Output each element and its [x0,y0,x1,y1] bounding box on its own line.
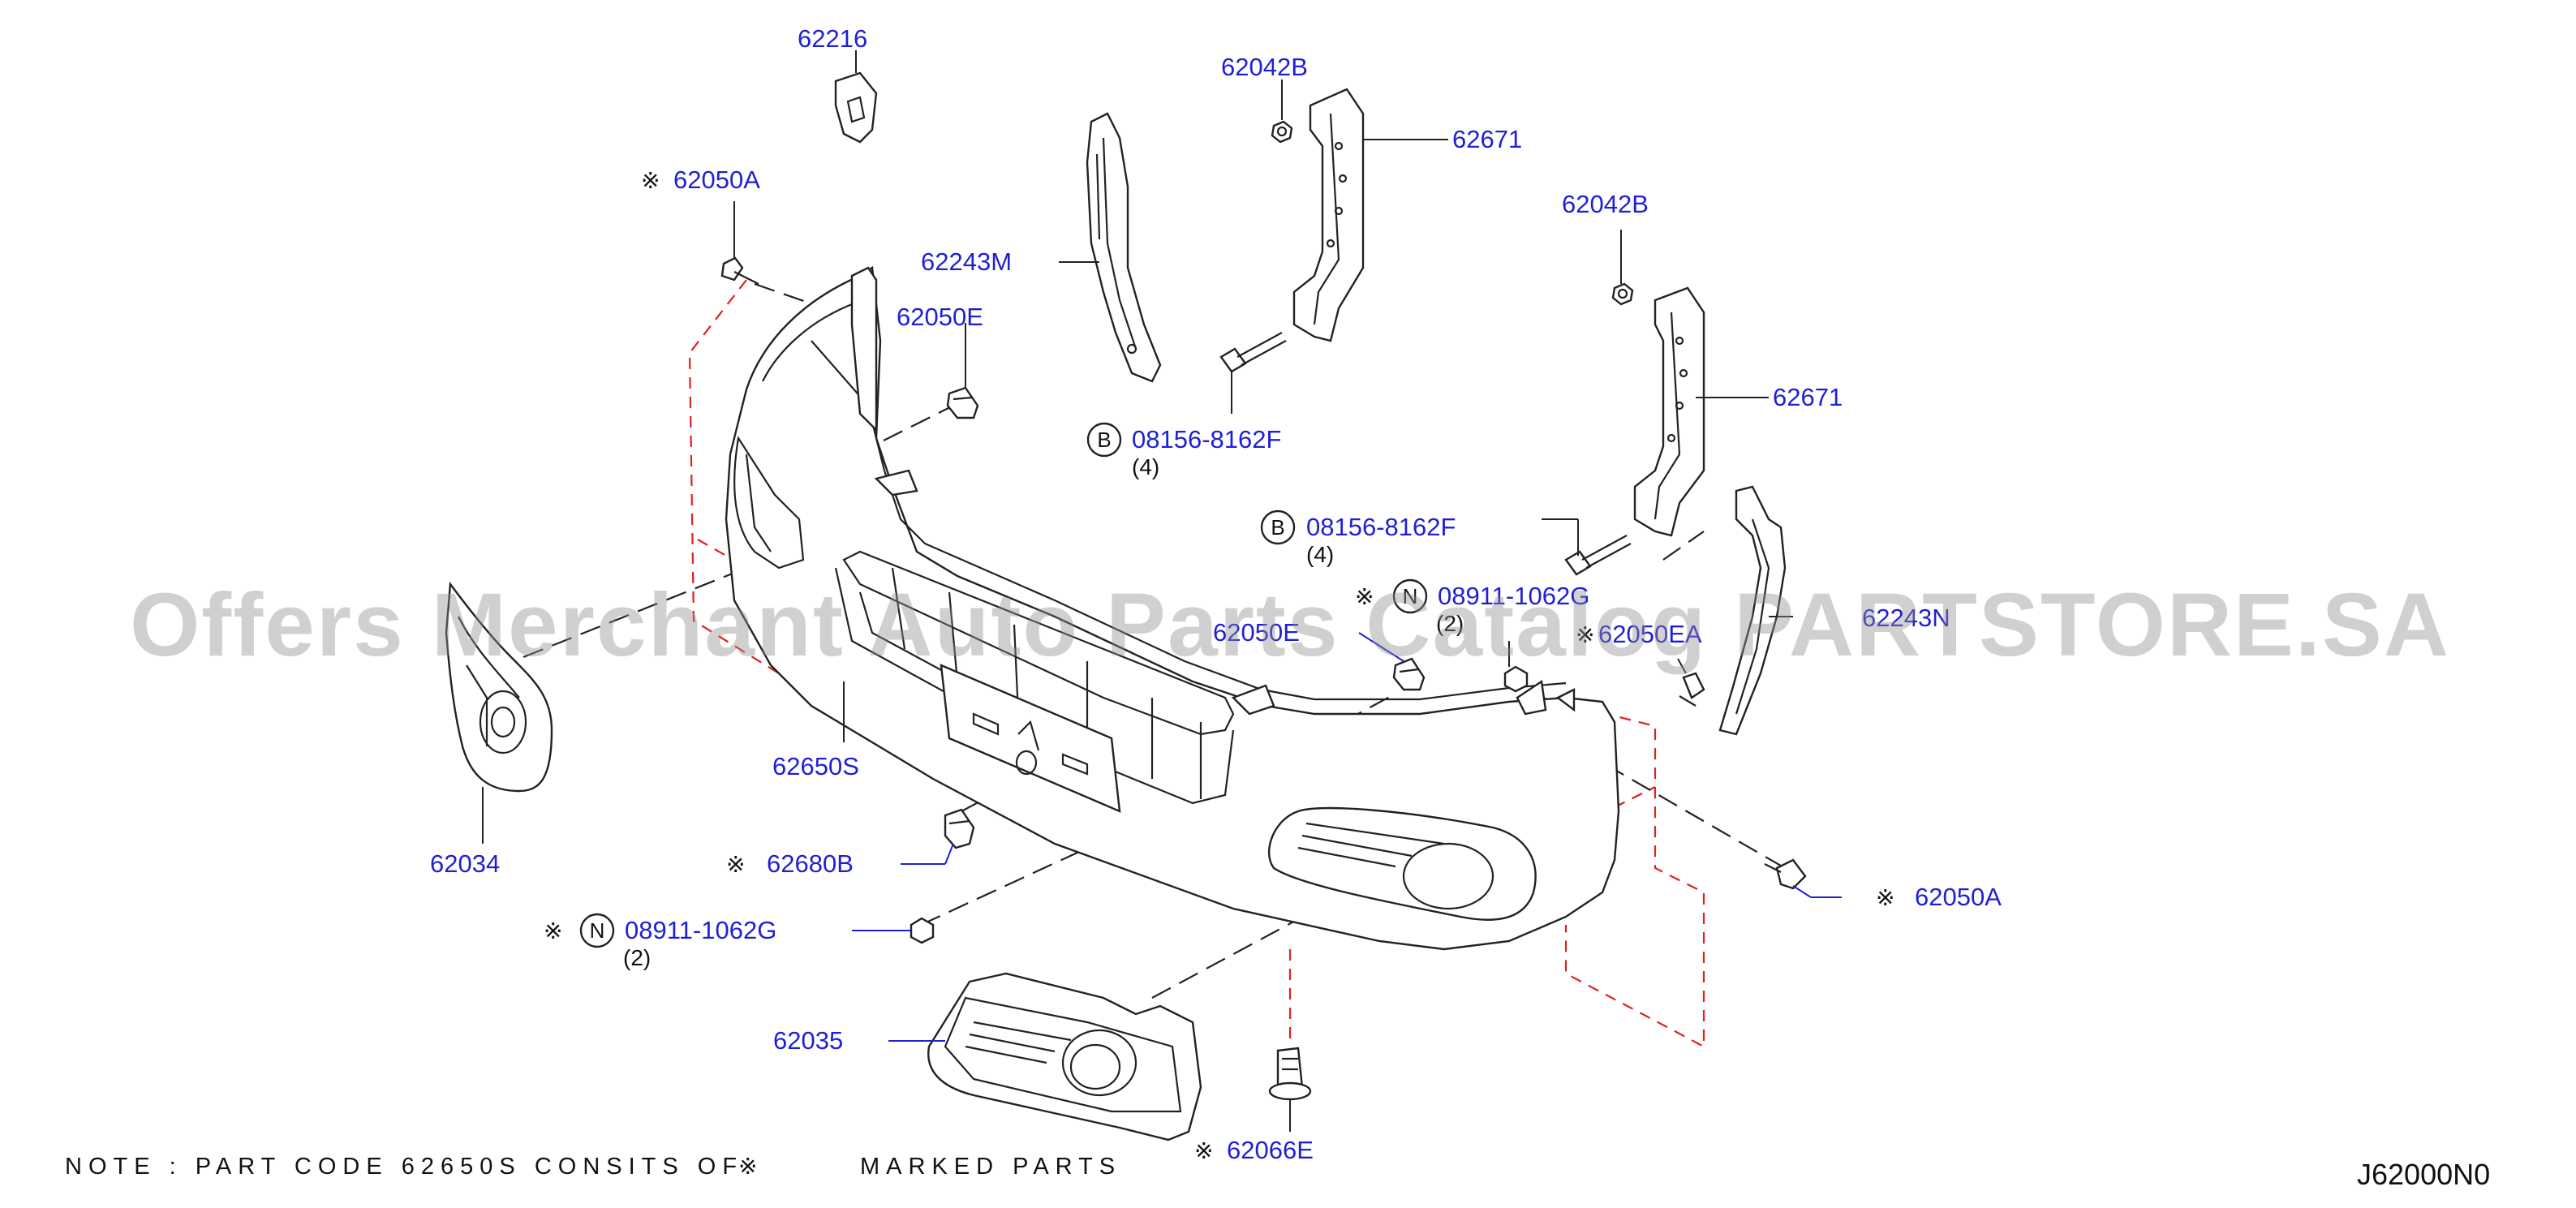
label-bolt-1[interactable]: 08156-8162F [1132,425,1281,454]
symbol-circles: B B N N [579,422,1428,948]
label-62042b-1[interactable]: 62042B [1221,53,1308,81]
label-bolt-2[interactable]: 08156-8162F [1306,513,1456,541]
kome-mark: ※ [641,168,660,193]
kome-mark: ※ [1876,885,1894,910]
label-bolt-1-qty: (4) [1132,454,1159,479]
clip-62680b[interactable] [944,808,975,849]
circle-n-1: N [1403,584,1418,608]
diagram-code: J62000N0 [2357,1158,2490,1191]
footer-note: NOTE : PART CODE 62650S CONSITS OF ※ MAR… [65,1154,1121,1180]
label-nut-right-qty: (2) [1436,611,1464,636]
label-62050e-mid[interactable]: 62050E [1213,618,1300,647]
clip-62050e-mid[interactable] [1392,657,1426,691]
fog-cover-62034[interactable] [445,581,553,793]
clip-62066e[interactable] [1268,1047,1312,1101]
kome-mark: ※ [1194,1138,1213,1163]
label-62050ea[interactable]: 62050EA [1598,620,1702,648]
stay-62671-2[interactable] [1633,286,1705,537]
fog-cover-62035[interactable] [927,972,1202,1141]
label-62216[interactable]: 62216 [798,24,867,53]
label-62680b[interactable]: 62680B [767,849,854,878]
kome-mark: ※ [544,918,562,944]
bolt-08156-8162f-1[interactable] [1219,332,1287,373]
part-labels: 62216 62050A 62243M 62050E 62042B 62671 … [430,24,2002,1164]
bolt-62050a-right[interactable] [1764,858,1807,890]
bumper-fascia-62650s[interactable] [725,265,1620,951]
bracket-62243m[interactable] [1086,112,1162,383]
nut-62042b-2[interactable] [1611,282,1634,306]
nut-08911-1062g-right[interactable] [1503,665,1529,693]
label-62050a-right[interactable]: 62050A [1915,883,2002,911]
bolt-08156-8162f-2[interactable] [1564,535,1632,576]
note-text-before: NOTE : PART CODE 62650S CONSITS OF [65,1154,743,1180]
label-62066e[interactable]: 62066E [1227,1136,1314,1164]
kome-marks: ※ ※ ※ ※ ※ ※ ※ [544,168,1894,1163]
rivet-62050ea[interactable] [1679,672,1705,707]
label-62243m[interactable]: 62243M [921,247,1012,276]
bracket-62243n[interactable] [1718,485,1787,736]
bolt-62050a-top[interactable] [720,256,759,285]
label-62042b-2[interactable]: 62042B [1562,190,1649,218]
label-62243n[interactable]: 62243N [1862,604,1950,632]
label-nut-right[interactable]: 08911-1062G [1438,582,1589,610]
kome-mark: ※ [1355,584,1374,609]
label-62671-2[interactable]: 62671 [1773,383,1843,411]
watermark: Offers Merchant Auto Parts Catalog PARTS… [130,575,2450,675]
label-bolt-2-qty: (4) [1306,542,1334,567]
clip-62050e-top[interactable] [946,386,979,419]
label-62050a-top[interactable]: 62050A [673,166,760,194]
label-62671-1[interactable]: 62671 [1452,125,1522,153]
circle-n-2: N [590,918,605,943]
nut-08911-1062g-left[interactable] [910,917,935,944]
label-62035[interactable]: 62035 [773,1026,843,1055]
leader-lines [482,50,1842,1132]
label-nut-left-qty: (2) [623,945,651,970]
circle-b-2: B [1271,515,1284,540]
kome-mark: ※ [726,852,745,877]
note-text-after: MARKED PARTS [860,1154,1121,1180]
circle-b-1: B [1097,428,1111,452]
kome-mark: ※ [1576,622,1594,647]
label-62034[interactable]: 62034 [430,849,500,878]
clip-62216[interactable] [834,71,878,144]
nut-62042b-1[interactable] [1271,120,1293,144]
label-62050e-top[interactable]: 62050E [897,303,983,331]
label-62650s[interactable]: 62650S [772,752,859,780]
note-symbol: ※ [738,1154,757,1179]
stay-62671-1[interactable] [1292,88,1365,342]
label-nut-left[interactable]: 08911-1062G [625,916,776,944]
